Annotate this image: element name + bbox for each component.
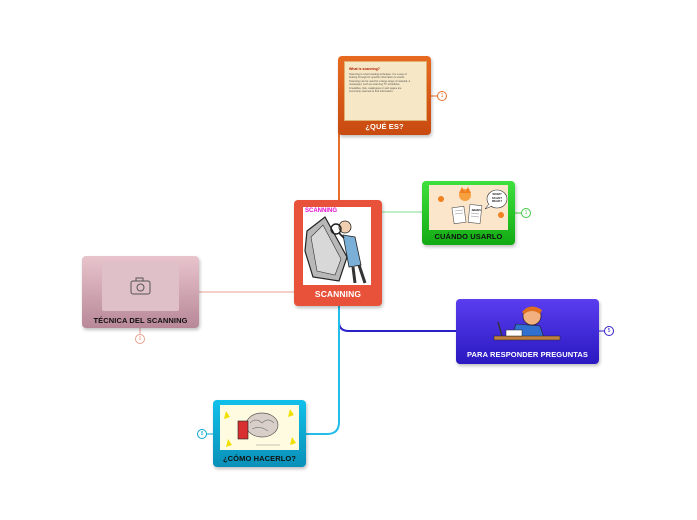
- newspaper-text: NEWS: [472, 208, 481, 212]
- document-title: What is scanning?: [349, 67, 380, 71]
- node-label: ¿CÓMO HACERLO?: [222, 454, 297, 463]
- document-line: newspaper, such as scanning TV schedules…: [349, 83, 401, 87]
- central-node-scanning[interactable]: SCANNING SCANNING: [294, 200, 382, 306]
- node-que-es[interactable]: What is scanning? Scanning is a fast rea…: [338, 56, 431, 135]
- central-image: SCANNING: [303, 207, 371, 285]
- brain-image: [220, 405, 299, 450]
- magnifier-reader-icon: [304, 216, 367, 284]
- thinking-student-icon: [493, 306, 561, 341]
- document-text: Scanning is a fast reading technique. It…: [349, 73, 426, 93]
- node-tecnica-del-scanning[interactable]: TÉCNICA DEL SCANNING: [82, 256, 199, 328]
- link-como-hacerlo: [306, 306, 340, 435]
- node-label: ¿QUÉ ES?: [365, 122, 404, 131]
- camera-icon: [130, 277, 151, 295]
- link-para-responder: [338, 306, 456, 332]
- student-image: [486, 302, 568, 346]
- node-label: PARA RESPONDER PREGUNTAS: [466, 350, 589, 359]
- document-line: Scanning is a fast reading technique. It…: [349, 73, 407, 76]
- node-badge[interactable]: 1: [521, 208, 531, 218]
- image-caption: SCANNING: [305, 208, 338, 214]
- cartoon-image: SKIM? SCAN? READ? NEWS: [429, 185, 508, 230]
- node-label: CUÁNDO USARLO: [434, 232, 503, 241]
- node-label: SCANNING: [314, 289, 362, 299]
- brain-book-icon: [224, 409, 296, 447]
- document-line: Scanning can be used for a large range o…: [349, 79, 411, 83]
- thought-bubble-text: SKIM? SCAN? READ?: [491, 192, 503, 204]
- node-badge[interactable]: 1: [437, 91, 447, 101]
- node-label: TÉCNICA DEL SCANNING: [93, 316, 188, 325]
- node-badge[interactable]: 8: [197, 429, 207, 439]
- node-para-responder-preguntas[interactable]: PARA RESPONDER PREGUNTAS: [456, 299, 599, 364]
- node-badge[interactable]: 6: [135, 334, 145, 344]
- image-placeholder: [102, 262, 179, 311]
- document-line: commonly scanned to find information.: [349, 90, 394, 94]
- node-badge[interactable]: 5: [604, 326, 614, 336]
- document-line: timetables, lists, catalogues or web pag…: [349, 86, 402, 90]
- reader-cartoon-icon: [438, 187, 508, 225]
- document-line: looking through for specific information…: [349, 76, 405, 80]
- node-cuando-usarlo[interactable]: SKIM? SCAN? READ? NEWS CUÁNDO USARLO: [422, 181, 515, 245]
- node-como-hacerlo[interactable]: ¿CÓMO HACERLO?: [213, 400, 306, 467]
- document-image: What is scanning? Scanning is a fast rea…: [344, 61, 427, 121]
